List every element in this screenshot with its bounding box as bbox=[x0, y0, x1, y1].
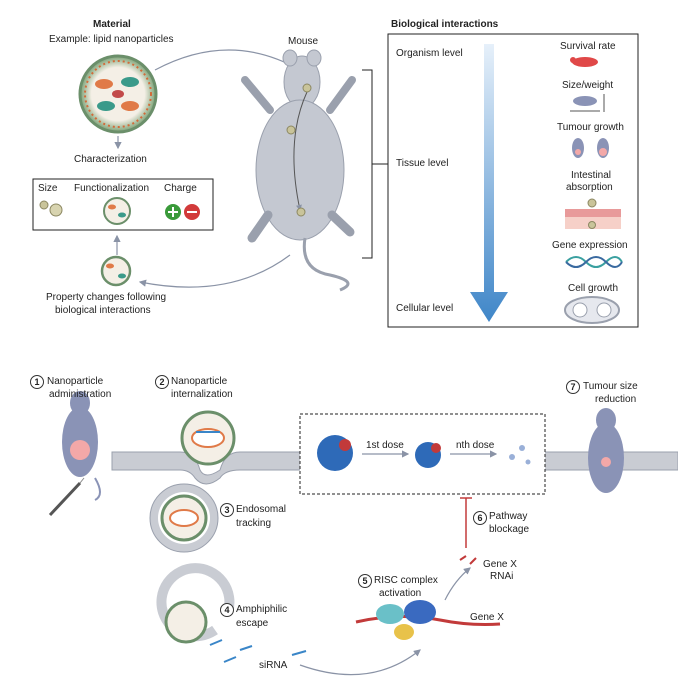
material-title: Material bbox=[93, 19, 131, 30]
step5-number: 5 bbox=[358, 574, 372, 588]
property-changes-line1: Property changes following bbox=[46, 292, 167, 303]
gene-x-rnai-label-b: RNAi bbox=[490, 571, 514, 582]
cell-growth-label: Cell growth bbox=[568, 283, 619, 294]
size-label: Size bbox=[38, 183, 58, 194]
modified-nanoparticle-icon bbox=[100, 255, 132, 287]
arrow-sirna-to-risc bbox=[299, 649, 421, 676]
step6-label-a: Pathway bbox=[489, 511, 528, 522]
survival-rate-icon bbox=[570, 57, 598, 67]
gene-x-rnai-label-a: Gene X bbox=[483, 559, 517, 570]
step2-label-b: internalization bbox=[171, 389, 233, 400]
cell-growth-icon bbox=[564, 296, 620, 324]
negative-charge-icon bbox=[184, 204, 200, 220]
arrow-mouse-to-property-changes bbox=[138, 254, 291, 288]
step3-number: 3 bbox=[220, 503, 234, 517]
step6-number: 6 bbox=[473, 511, 487, 525]
characterization-label: Characterization bbox=[74, 154, 147, 165]
first-dose-label: 1st dose bbox=[366, 440, 404, 451]
size-weight-label: Size/weight bbox=[562, 80, 614, 91]
step5-label-a: RISC complex bbox=[374, 575, 438, 586]
biological-interactions-box bbox=[387, 33, 639, 328]
intestinal-label: Intestinal bbox=[571, 170, 612, 181]
mouse-administration-illustration bbox=[48, 391, 101, 517]
mouse-illustration bbox=[241, 49, 356, 292]
mouse-label: Mouse bbox=[288, 36, 319, 47]
step7-number: 7 bbox=[566, 380, 580, 394]
tumour-cluster-medium bbox=[415, 442, 441, 468]
nth-dose-label: nth dose bbox=[456, 440, 495, 451]
tumour-growth-icon bbox=[572, 138, 609, 158]
size-particles-icon bbox=[39, 200, 63, 217]
step7-label-b: reduction bbox=[595, 394, 637, 405]
functionalization-label: Functionalization bbox=[74, 183, 150, 194]
endosome-illustration bbox=[149, 483, 219, 553]
biological-interactions-title: Biological interactions bbox=[391, 19, 499, 30]
step3-label-b: tracking bbox=[236, 518, 272, 529]
step4-label-b: escape bbox=[236, 618, 269, 629]
functionalized-nanoparticle-icon bbox=[103, 197, 131, 225]
step2-number: 2 bbox=[155, 375, 169, 389]
tumour-cluster-small bbox=[509, 445, 531, 465]
risc-complex-illustration bbox=[355, 600, 501, 640]
tissue-level-label: Tissue level bbox=[396, 158, 449, 169]
step2-label-a: Nanoparticle bbox=[171, 376, 228, 387]
step7-label-a: Tumour size bbox=[583, 381, 638, 392]
arrow-material-to-mouse bbox=[154, 49, 302, 71]
intestinal-absorption-icon bbox=[565, 198, 621, 229]
property-changes-line2: biological interactions bbox=[55, 305, 151, 316]
level-gradient-arrow bbox=[470, 44, 508, 322]
step5-label-b: activation bbox=[379, 588, 422, 599]
gene-expression-label: Gene expression bbox=[552, 240, 628, 251]
escape-endosome-illustration bbox=[156, 563, 307, 663]
tumour-growth-label: Tumour growth bbox=[557, 122, 624, 133]
survival-rate-label: Survival rate bbox=[560, 41, 616, 52]
cellular-level-label: Cellular level bbox=[396, 303, 454, 314]
mouse-tumour-reduced-illustration bbox=[588, 408, 624, 493]
step4-number: 4 bbox=[220, 603, 234, 617]
absorption-label: absorption bbox=[566, 182, 613, 193]
gene-expression-icon bbox=[565, 256, 623, 268]
tumour-cluster-large bbox=[317, 435, 353, 471]
material-example: Example: lipid nanoparticles bbox=[49, 34, 174, 45]
organism-level-label: Organism level bbox=[396, 48, 463, 59]
step1-number: 1 bbox=[30, 375, 44, 389]
gene-x-rnai-fragments bbox=[459, 555, 477, 565]
internalization-nanoparticle bbox=[180, 410, 236, 466]
positive-charge-icon bbox=[165, 204, 181, 220]
step1-label-b: administration bbox=[49, 389, 112, 400]
size-weight-icon bbox=[570, 94, 605, 112]
step1-label-a: Nanoparticle bbox=[47, 376, 104, 387]
step6-label-b: blockage bbox=[489, 524, 530, 535]
step4-label-a: Amphiphilic bbox=[236, 604, 288, 615]
sirna-label: siRNA bbox=[259, 660, 288, 671]
charge-label: Charge bbox=[164, 183, 197, 194]
gene-x-label: Gene X bbox=[470, 612, 504, 623]
arrow-to-gene-x-rnai bbox=[444, 567, 471, 601]
step3-label-a: Endosomal bbox=[236, 504, 287, 515]
lipid-nanoparticle-large bbox=[78, 54, 158, 134]
